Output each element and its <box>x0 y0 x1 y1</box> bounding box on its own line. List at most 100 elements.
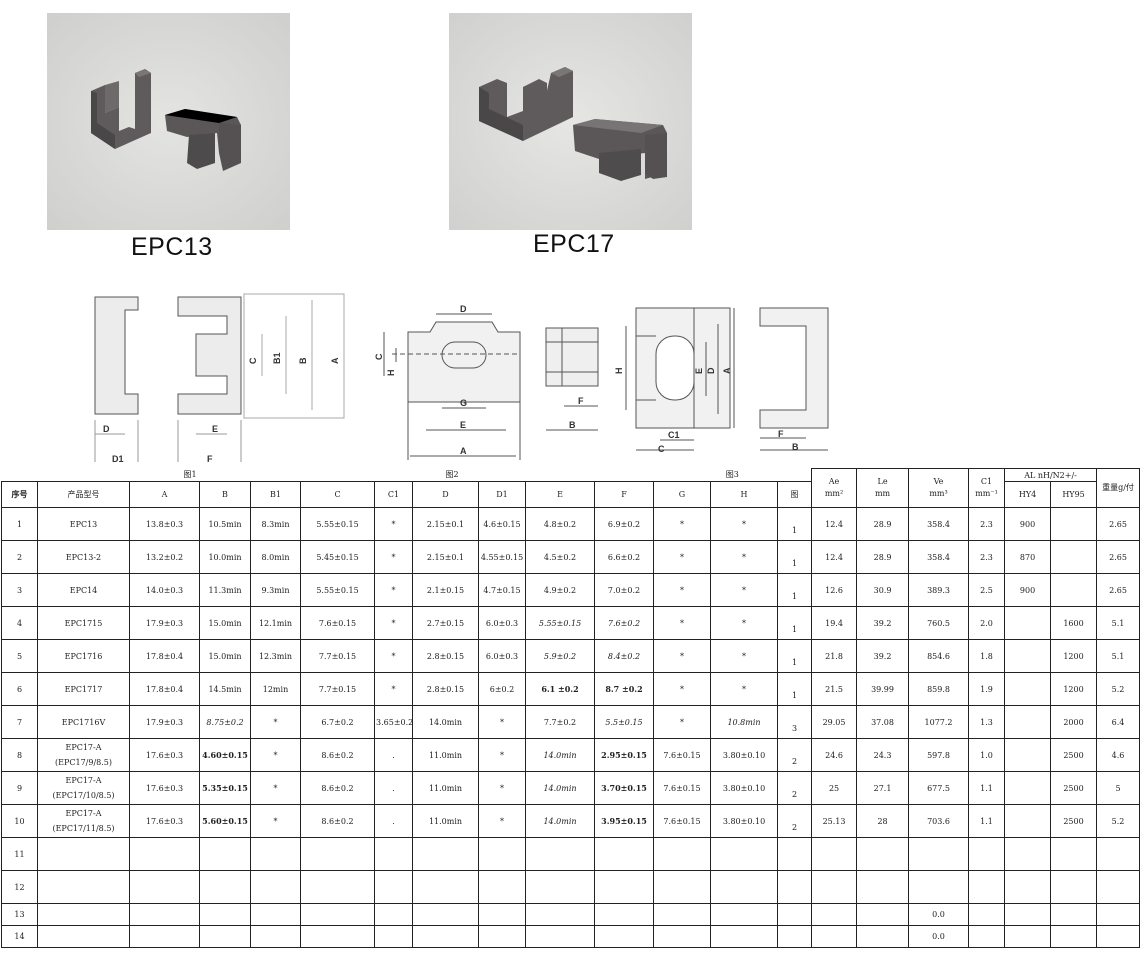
cell-fig: 1 <box>776 639 813 673</box>
col-e: E <box>525 481 595 508</box>
fig1-label-c: C <box>248 357 258 364</box>
cell-hy4 <box>1004 804 1052 838</box>
cell-c: 6.7±0.2 <box>300 705 375 739</box>
cell-h: 3.80±0.10 <box>710 738 778 772</box>
cell-e: 14.0min <box>525 771 595 805</box>
cell-le <box>856 925 910 948</box>
cell-c: 8.6±0.2 <box>300 804 375 838</box>
cell-no: 6 <box>1 672 38 706</box>
cell-g: * <box>653 672 711 706</box>
cell-f <box>594 837 654 871</box>
cell-d1: * <box>478 705 526 739</box>
cell-c: 5.45±0.15 <box>300 540 375 574</box>
cell-no: 4 <box>1 606 38 640</box>
cell-b: 15.0min <box>199 606 251 640</box>
cell-d: 11.0min <box>412 738 479 772</box>
cell-a: 17.6±0.3 <box>129 771 200 805</box>
cell-wt <box>1096 837 1140 871</box>
cell-cc: 2.3 <box>968 507 1006 541</box>
cell-e <box>525 837 595 871</box>
cell-e: 14.0min <box>525 738 595 772</box>
cell-b1: 9.3min <box>250 573 301 607</box>
cell-b: 10.5min <box>199 507 251 541</box>
table-row: 12 <box>1 870 1140 904</box>
cell-h: * <box>710 606 778 640</box>
cell-hy4 <box>1004 903 1052 926</box>
cell-hy4 <box>1004 870 1052 904</box>
cell-d: 2.15±0.1 <box>412 540 479 574</box>
col-d1: D1 <box>478 481 526 508</box>
cell-wt: 5.1 <box>1096 639 1140 673</box>
cell-no: 11 <box>1 837 38 871</box>
cell-hy4: 900 <box>1004 573 1052 607</box>
cell-b: 15.0min <box>199 639 251 673</box>
cell-d1: 6±0.2 <box>478 672 526 706</box>
cell-hy4 <box>1004 837 1052 871</box>
cell-g <box>653 903 711 926</box>
col-b1: B1 <box>250 481 301 508</box>
cell-c1 <box>374 925 413 948</box>
cell-hy95 <box>1050 903 1098 926</box>
cell-c <box>300 903 375 926</box>
cell-cc: 1.1 <box>968 771 1006 805</box>
cell-le: 28 <box>856 804 910 838</box>
col-model: 产品型号 <box>37 481 130 508</box>
fig1-label-a: A <box>330 357 340 364</box>
cell-h <box>710 870 778 904</box>
cell-wt: 5.2 <box>1096 804 1140 838</box>
cell-no: 14 <box>1 925 38 948</box>
fig1-label-b1: B1 <box>272 352 282 364</box>
cell-h: * <box>710 639 778 673</box>
cell-hy95: 2000 <box>1050 705 1098 739</box>
fig1-label-f: F <box>207 454 213 464</box>
cell-ve: 358.4 <box>908 507 970 541</box>
cell-model: EPC17-A(EPC17/9/8.5) <box>37 738 130 772</box>
cell-e <box>525 903 595 926</box>
fig1-label-d: D <box>103 424 110 434</box>
cell-a <box>129 837 200 871</box>
weight-header: 重量g/付 <box>1096 468 1140 508</box>
cell-hy95 <box>1050 573 1098 607</box>
cell-c: 7.7±0.15 <box>300 672 375 706</box>
col-c: C <box>300 481 375 508</box>
cell-ae: 25.13 <box>811 804 858 838</box>
cell-d: 2.8±0.15 <box>412 672 479 706</box>
fig1-label-e: E <box>212 424 218 434</box>
fig2-label-d: D <box>460 304 467 314</box>
cell-c1: * <box>374 540 413 574</box>
cell-f: 5.5±0.15 <box>594 705 654 739</box>
cell-c1: * <box>374 606 413 640</box>
cell-c <box>300 925 375 948</box>
epc17-caption: EPC17 <box>533 230 615 258</box>
fig3-label-h: H <box>614 368 624 375</box>
cell-d1 <box>478 837 526 871</box>
cell-d: 2.1±0.15 <box>412 573 479 607</box>
cell-ae: 12.4 <box>811 507 858 541</box>
cell-hy95: 1200 <box>1050 639 1098 673</box>
cell-hy95: 1600 <box>1050 606 1098 640</box>
cell-a: 13.8±0.3 <box>129 507 200 541</box>
cell-hy4 <box>1004 606 1052 640</box>
figure-caption-2: 图2 <box>250 468 654 482</box>
col-g: G <box>653 481 711 508</box>
cell-c1 <box>374 903 413 926</box>
cell-cc: 2.3 <box>968 540 1006 574</box>
cell-c: 8.6±0.2 <box>300 738 375 772</box>
cell-b1: * <box>250 771 301 805</box>
cell-no: 10 <box>1 804 38 838</box>
cell-d1: 6.0±0.3 <box>478 639 526 673</box>
cell-e: 7.7±0.2 <box>525 705 595 739</box>
col-f: F <box>594 481 654 508</box>
cell-le: 28.9 <box>856 540 910 574</box>
cell-fig <box>776 837 813 871</box>
cell-fig: 1 <box>776 540 813 574</box>
cell-d1 <box>478 870 526 904</box>
cell-d <box>412 903 479 926</box>
cell-c1: * <box>374 573 413 607</box>
cell-cc <box>968 870 1006 904</box>
cell-cc: 1.3 <box>968 705 1006 739</box>
